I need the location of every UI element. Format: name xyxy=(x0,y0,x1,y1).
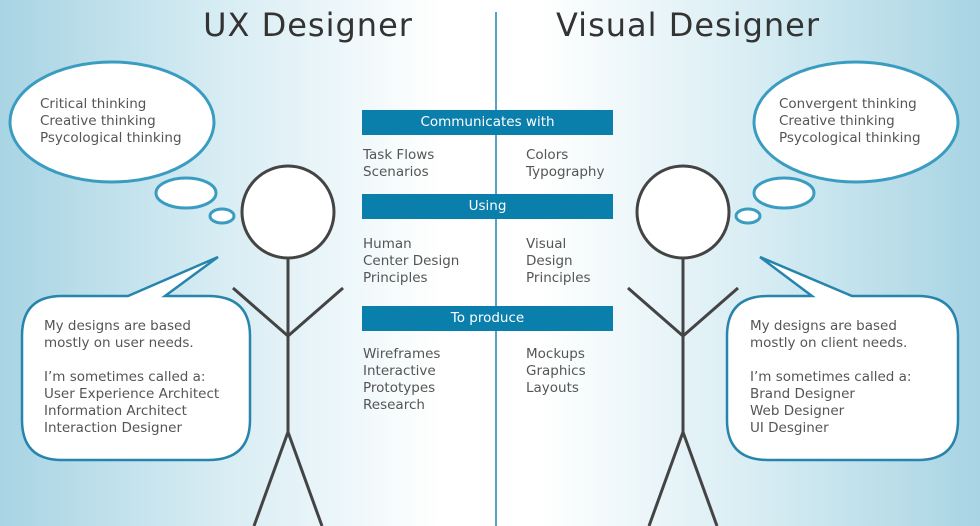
left-thoughts: Critical thinking Creative thinking Psyc… xyxy=(40,96,182,147)
left-speech-text: My designs are based mostly on user need… xyxy=(44,318,219,437)
list-item: Scenarios xyxy=(363,164,429,180)
list-item: Wireframes xyxy=(363,346,441,362)
speech-line: mostly on user needs. xyxy=(44,335,194,351)
ux-produce-list: Wireframes Interactive Prototypes Resear… xyxy=(363,346,440,414)
section-header-using: Using xyxy=(362,194,613,219)
visual-designer-title: Visual Designer xyxy=(555,6,821,44)
thought: Psycological thinking xyxy=(779,130,921,146)
left-thought-bubble xyxy=(8,60,236,225)
section-header-produce: To produce xyxy=(362,306,613,331)
speech-line: Web Designer xyxy=(750,403,845,419)
list-item: Principles xyxy=(363,270,428,286)
thought: Convergent thinking xyxy=(779,96,917,112)
left-speech-bubble xyxy=(20,255,252,462)
visual-using-list: Visual Design Principles xyxy=(526,236,591,287)
list-item: Center Design xyxy=(363,253,460,269)
speech-line: My designs are based xyxy=(44,318,191,334)
speech-line: My designs are based xyxy=(750,318,897,334)
visual-produce-list: Mockups Graphics Layouts xyxy=(526,346,586,397)
speech-line: I’m sometimes called a: xyxy=(44,369,206,385)
list-item: Design xyxy=(526,253,573,269)
list-item: Research xyxy=(363,397,425,413)
right-stick-figure xyxy=(627,164,739,526)
right-speech-text: My designs are based mostly on client ne… xyxy=(750,318,911,437)
list-item: Interactive xyxy=(363,363,436,379)
section-header-communicates: Communicates with xyxy=(362,110,613,135)
left-stick-figure xyxy=(232,164,344,526)
ux-designer-title: UX Designer xyxy=(203,6,413,44)
list-item: Human xyxy=(363,236,412,252)
right-thought-bubble xyxy=(734,60,960,225)
right-thoughts: Convergent thinking Creative thinking Ps… xyxy=(779,96,921,147)
thought: Critical thinking xyxy=(40,96,147,112)
list-item: Layouts xyxy=(526,380,579,396)
list-item: Typography xyxy=(526,164,605,180)
list-item: Mockups xyxy=(526,346,585,362)
right-speech-bubble xyxy=(725,255,960,462)
list-item: Prototypes xyxy=(363,380,436,396)
speech-line: Brand Designer xyxy=(750,386,855,402)
speech-line: User Experience Architect xyxy=(44,386,220,402)
thought: Psycological thinking xyxy=(40,130,182,146)
visual-communicates-list: Colors Typography xyxy=(526,147,604,181)
speech-line: I’m sometimes called a: xyxy=(750,369,912,385)
ux-using-list: Human Center Design Principles xyxy=(363,236,459,287)
list-item: Task Flows xyxy=(363,147,435,163)
speech-line: mostly on client needs. xyxy=(750,335,908,351)
speech-line: Interaction Designer xyxy=(44,420,182,436)
list-item: Principles xyxy=(526,270,591,286)
list-item: Colors xyxy=(526,147,569,163)
thought: Creative thinking xyxy=(40,113,156,129)
list-item: Visual xyxy=(526,236,567,252)
speech-line xyxy=(44,352,219,369)
speech-line xyxy=(750,352,911,369)
ux-communicates-list: Task Flows Scenarios xyxy=(363,147,434,181)
list-item: Graphics xyxy=(526,363,586,379)
speech-line: Information Architect xyxy=(44,403,187,419)
thought: Creative thinking xyxy=(779,113,895,129)
speech-line: UI Desginer xyxy=(750,420,829,436)
